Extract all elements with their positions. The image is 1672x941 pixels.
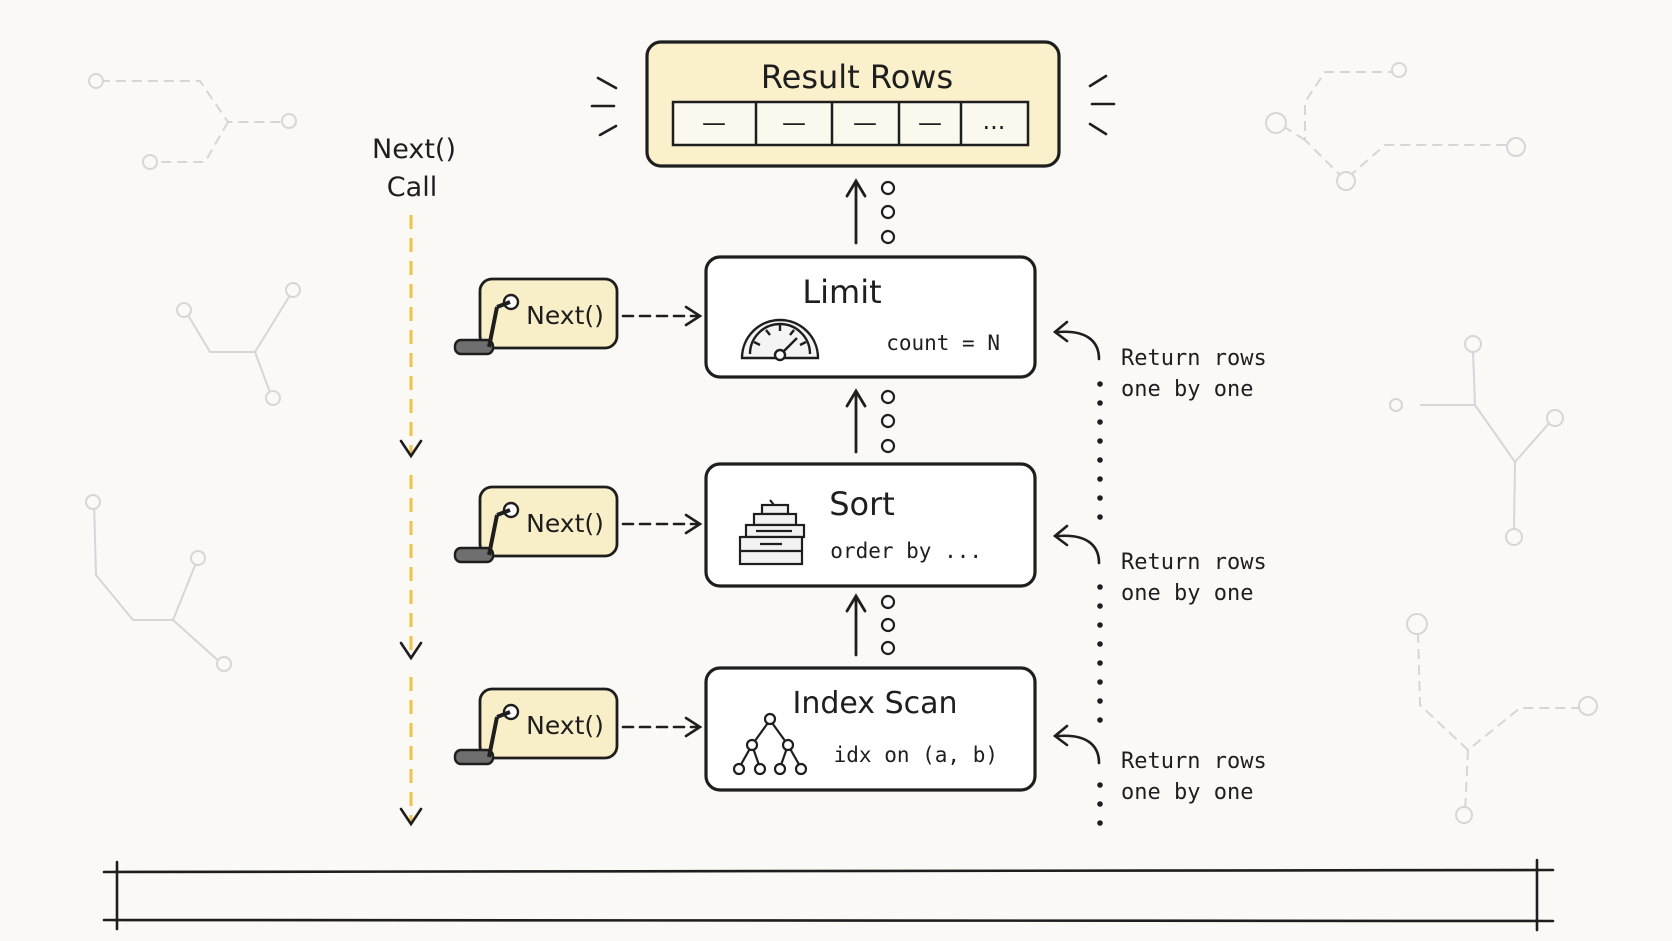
return-dotted-line <box>1097 381 1103 826</box>
bottom-rail <box>102 858 1555 932</box>
result-emphasis-lines-left <box>590 76 618 137</box>
sort-stack-icon <box>738 499 806 566</box>
operator-name: Limit <box>802 273 881 311</box>
network-graph-icon <box>1406 613 1598 824</box>
crank-handle-icon <box>453 703 520 766</box>
result-cell: — <box>853 109 877 137</box>
network-graph-icon <box>1265 62 1526 191</box>
result-cell: — <box>702 109 726 137</box>
operator-detail: order by ... <box>830 539 982 563</box>
up-arrow-head <box>845 593 867 613</box>
row-dots <box>880 180 896 656</box>
operator-name: Index Scan <box>792 686 957 721</box>
result-cell: — <box>918 109 942 137</box>
return-arrows <box>1052 320 1101 765</box>
next-call-label: Call <box>387 172 437 203</box>
network-graph-icon <box>1389 335 1564 546</box>
network-graph-icon <box>85 494 232 672</box>
operator-index-scan: Index Scan idx on (a, b) <box>704 666 1037 792</box>
result-rows-box: Result Rows — — — — ... <box>645 40 1061 168</box>
crank-next-index-scan: Next() <box>453 687 619 766</box>
operator-detail: idx on (a, b) <box>834 743 998 767</box>
operator-detail: count = N <box>886 331 1000 355</box>
result-cell: ... <box>983 107 1006 135</box>
background-network-decoration <box>85 62 1598 824</box>
crank-label: Next() <box>526 301 604 330</box>
crank-next-limit: Next() <box>453 277 619 356</box>
crank-handle-icon <box>453 293 520 356</box>
arrow-head <box>1052 524 1069 547</box>
network-graph-icon <box>176 282 301 406</box>
curved-return-arrow <box>1056 734 1101 765</box>
operator-name: Sort <box>829 485 895 523</box>
return-rows-label: one by one <box>1121 377 1253 402</box>
return-rows-label: one by one <box>1121 581 1253 606</box>
operator-sort: Sort order by ... <box>704 462 1037 588</box>
down-arrow-head <box>399 807 423 827</box>
curved-return-arrow <box>1056 534 1101 565</box>
next-call-label: Next() <box>372 134 456 165</box>
result-cell: — <box>782 109 806 137</box>
result-emphasis-lines-right <box>1088 74 1116 136</box>
return-rows-label: Return rows <box>1121 550 1267 575</box>
crank-next-sort: Next() <box>453 485 619 564</box>
next-call-arrows <box>621 305 703 738</box>
crank-label: Next() <box>526 711 604 740</box>
arrow-head <box>684 716 703 738</box>
crank-handle-icon <box>453 501 520 564</box>
down-arrow-head <box>399 641 423 661</box>
next-call-flow-arrows <box>399 215 423 827</box>
arrow-head <box>1052 320 1069 343</box>
arrow-head <box>684 305 703 327</box>
network-graph-icon <box>88 73 297 170</box>
arrow-head <box>1052 724 1069 747</box>
up-arrow-head <box>845 388 867 408</box>
down-arrow-head <box>399 439 423 459</box>
curved-return-arrow <box>1056 330 1101 361</box>
arrow-head <box>684 513 703 535</box>
speedometer-icon <box>740 318 820 362</box>
operator-limit: Limit count = N <box>704 255 1037 379</box>
up-arrow-head <box>845 178 867 198</box>
crank-label: Next() <box>526 509 604 538</box>
return-rows-label: Return rows <box>1121 346 1267 371</box>
upward-flow <box>845 178 867 657</box>
return-rows-label: Return rows <box>1121 749 1267 774</box>
result-rows-title: Result Rows <box>761 58 953 96</box>
return-rows-label: one by one <box>1121 780 1253 805</box>
tree-icon <box>732 712 808 776</box>
